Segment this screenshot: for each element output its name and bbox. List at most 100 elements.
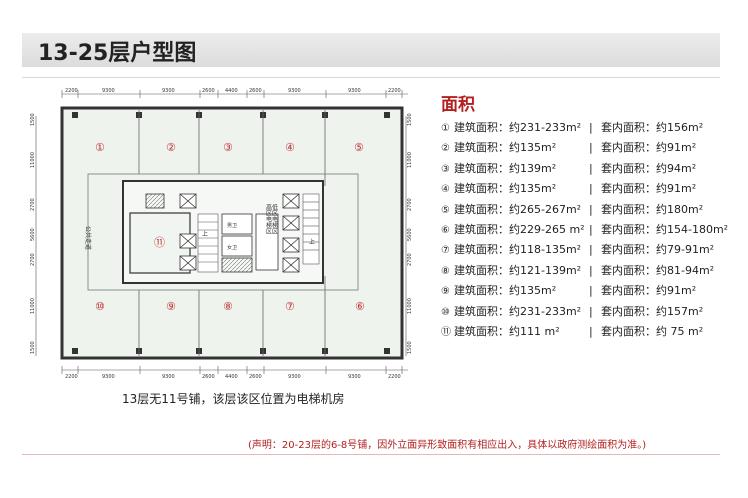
area-row-inner: 套内面积：约81-94m² — [601, 263, 715, 277]
inner-area-label: 套内面积 — [601, 284, 645, 298]
area-row-separator: | — [589, 284, 593, 298]
page-title: 13-25层户型图 — [38, 41, 197, 66]
title-bar — [22, 33, 720, 67]
toilet-female-label: 女卫 — [227, 244, 237, 251]
dim-bottom-1: 9300 — [102, 374, 115, 380]
area-row: ⑥ 建筑面积：约229-265 m² | 套内面积：约154-180m² — [441, 220, 741, 240]
dim-left-0: 1500 — [30, 113, 36, 126]
toilet-male-label: 男卫 — [227, 223, 237, 229]
shaft-hatched — [145, 193, 165, 209]
building-area-value: 约139m² — [509, 161, 557, 175]
dim-right-3: 5600 — [407, 228, 413, 241]
building-area-label: 建筑面积 — [454, 182, 498, 196]
area-row-number: ⑥ — [441, 224, 450, 236]
area-row-building: 建筑面积：约111 m² — [454, 324, 560, 338]
area-row-number: ⑪ — [441, 326, 451, 338]
stair-up-right: 上 — [309, 238, 315, 246]
dim-left-1: 11000 — [30, 152, 36, 168]
area-row-number: ① — [441, 123, 450, 134]
inner-area-value: 约94m² — [656, 161, 697, 175]
footer-divider — [22, 454, 720, 455]
inner-area-label: 套内面积 — [601, 121, 645, 134]
building-area-label: 建筑面积 — [454, 222, 498, 236]
area-row-building: 建筑面积：约135m² — [454, 182, 557, 196]
unit-11-note: 13层无11号铺，该层该区位置为电梯机房 — [122, 392, 345, 406]
floor-plan: 2200 9300 9300 2600 4400 2600 9300 9300 … — [30, 88, 413, 380]
building-area-label: 建筑面积 — [454, 263, 498, 277]
building-area-value: 约118-135m² — [509, 243, 582, 257]
corridor — [87, 173, 359, 291]
inner-area-value: 约156m² — [656, 121, 704, 134]
area-row-number: ③ — [441, 163, 450, 175]
inner-area-value: 约157m² — [656, 304, 704, 318]
dim-right-5: 11000 — [407, 298, 413, 314]
area-row-number: ⑩ — [441, 306, 450, 318]
unit-dividers — [138, 110, 326, 356]
inner-area-label: 套内面积 — [601, 182, 645, 196]
area-row-separator: | — [589, 243, 593, 257]
area-row-inner: 套内面积：约154-180m² — [601, 222, 729, 236]
area-row-building: 建筑面积：约231-233m² — [454, 121, 582, 134]
dim-top-6: 9300 — [288, 88, 301, 94]
stair-right — [302, 193, 320, 265]
unit-label-1: ① — [95, 141, 105, 154]
area-row-number: ⑨ — [441, 286, 450, 298]
stair-left — [197, 213, 219, 273]
building-area-label: 建筑面积 — [454, 284, 498, 298]
dim-left-5: 11000 — [30, 298, 36, 314]
area-row-number: ⑤ — [441, 204, 450, 216]
area-row-building: 建筑面积：约231-233m² — [454, 304, 582, 318]
area-row-inner: 套内面积：约180m² — [601, 202, 704, 216]
unit-label-10: ⑩ — [95, 300, 105, 313]
inner-area-value: 约180m² — [656, 202, 704, 216]
inner-area-value: 约91m² — [656, 182, 697, 196]
building-area-value: 约265-267m² — [509, 202, 582, 216]
dim-left-2: 2700 — [30, 198, 36, 211]
inner-area-label: 套内面积 — [601, 141, 645, 155]
inner-area-value: 约91m² — [656, 141, 697, 155]
area-row-inner: 套内面积：约79-91m² — [601, 243, 715, 257]
unit-label-11: ⑪ — [154, 236, 165, 249]
inner-area-value: 约79-91m² — [656, 243, 715, 257]
area-row-separator: | — [589, 222, 593, 236]
dimension-bottom: 2200 9300 9300 2600 4400 2600 9300 9300 … — [61, 366, 408, 380]
building-area-value: 约231-233m² — [509, 121, 582, 134]
area-row-building: 建筑面积：约118-135m² — [454, 243, 582, 257]
left-corridor-label: 公共走道 — [84, 226, 92, 250]
building-area-value: 约135m² — [509, 182, 557, 196]
dim-bottom-7: 9300 — [348, 374, 361, 380]
elevator-zone-high-label: 高区电梯区 — [265, 203, 272, 234]
dim-top-8: 2200 — [388, 88, 401, 94]
dimension-left: 1500 11000 2700 5600 2700 11000 1500 — [30, 113, 37, 356]
building-area-value: 约231-233m² — [509, 304, 582, 318]
dim-bottom-3: 2600 — [202, 374, 215, 380]
area-row-building: 建筑面积：约229-265 m² — [454, 222, 585, 236]
unit-label-4: ④ — [285, 141, 295, 154]
area-row-separator: | — [589, 263, 593, 277]
dimension-right: 1500 11000 2700 5600 2700 11000 1500 — [405, 113, 413, 356]
area-row-inner: 套内面积：约91m² — [601, 284, 697, 298]
dim-right-6: 1500 — [407, 341, 413, 354]
area-row-separator: | — [589, 161, 593, 175]
area-section-title: 面积 — [441, 95, 475, 115]
building-area-label: 建筑面积 — [454, 243, 498, 257]
dim-left-4: 2700 — [30, 253, 36, 266]
dim-left-6: 1500 — [30, 341, 36, 354]
inner-area-value: 约91m² — [656, 284, 697, 298]
area-row-number: ⑦ — [441, 245, 450, 257]
inner-area-label: 套内面积 — [601, 202, 645, 216]
shaft — [255, 213, 279, 271]
building-area-value: 约111 m² — [509, 324, 560, 338]
building-area-value: 约135m² — [509, 284, 557, 298]
area-row-building: 建筑面积：约139m² — [454, 161, 557, 175]
building-area-value: 约229-265 m² — [509, 222, 585, 236]
dim-right-4: 2700 — [407, 253, 413, 266]
unit-label-8: ⑧ — [223, 300, 233, 313]
elevator-bank-left — [179, 193, 197, 271]
dim-left-3: 5600 — [30, 228, 36, 241]
